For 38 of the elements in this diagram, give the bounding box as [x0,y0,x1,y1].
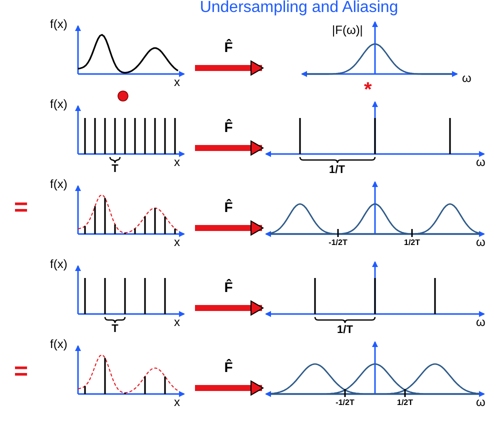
axis-label: x [174,396,180,409]
equals-sign: = [14,360,28,384]
tick-label: -1/2T [336,398,354,407]
arrow [195,60,264,76]
axis-label: f(x) [50,258,68,271]
axis-label: f(x) [50,338,68,351]
axis-label: ω [462,72,472,85]
edge-label: F̂ [224,278,233,296]
axis-label: f(x) [50,98,68,111]
axis-label: x [174,156,180,169]
axis-label: f(x) [50,18,68,31]
period-label: T [112,163,118,176]
axis-label: x [174,236,180,249]
tick-label: 1/2T [397,398,413,407]
title: Undersampling and Aliasing [198,0,400,16]
arrow [195,220,264,236]
tick-label: -1/2T [328,238,348,247]
axis-label: x [174,316,180,329]
tick-label: 1/2T [404,238,420,247]
axis-label: ω [476,396,486,409]
edge-label: F̂ [224,38,233,56]
axis-label: ω [476,316,486,329]
edge-label: F̂ [224,358,233,376]
arrow [195,300,264,316]
edge-label: F̂ [224,198,233,216]
axis-label: x [174,76,180,89]
axis-label: ω [476,156,486,169]
axis-label: ω [476,236,486,249]
axis-label: f(x) [50,178,68,191]
operator-symbol: * [364,80,372,100]
period-label: 1/T [329,164,345,177]
edge-label: F̂ [224,118,233,136]
period-label: T [112,323,118,336]
axis-label: |F(ω)| [332,24,363,37]
arrow [195,380,264,396]
period-label: 1/T [337,324,353,337]
equals-sign: = [14,196,28,220]
arrow [195,140,264,156]
